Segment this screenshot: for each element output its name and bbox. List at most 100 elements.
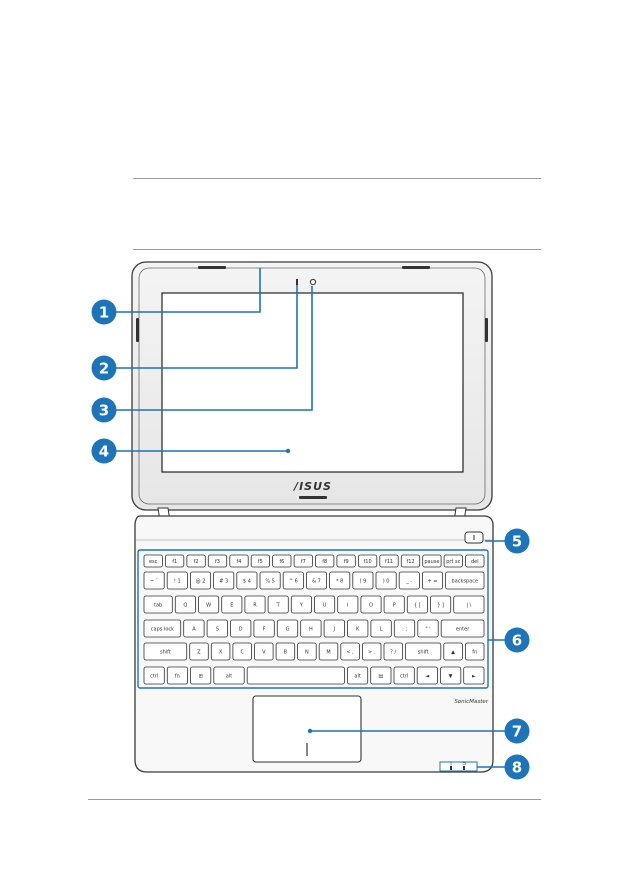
callout-7-number: 7 (512, 723, 522, 741)
keyboard-key-label-3-9: L (380, 627, 383, 633)
keyboard-key-0-8 (315, 554, 335, 568)
keyboard-key-label-0-13: pause (424, 559, 439, 565)
keyboard-key-3-2 (206, 619, 228, 638)
keyboard-key-label-1-6: ^ 6 (289, 579, 298, 585)
keyboard-key-label-5-8: ◄ (425, 674, 429, 680)
callout-4: 4 (91, 438, 117, 464)
leader-line-2 (116, 285, 298, 369)
keyboard-key-1-12 (421, 571, 443, 590)
keyboard-key-0-12 (400, 554, 421, 568)
keyboard-key-2-10 (383, 595, 405, 614)
keyboard-key-1-6 (282, 571, 304, 590)
keyboard-key-label-1-4: $ 4 (243, 579, 251, 585)
keyboard-key-label-5-1: fn (175, 674, 180, 680)
keyboard-key-0-11 (379, 554, 399, 568)
keyboard-key-label-0-10: f10 (364, 559, 372, 565)
keyboard-key-label-2-0: tab (154, 603, 162, 609)
callout-2-number: 2 (99, 360, 109, 378)
keyboard-key-label-3-12: enter (456, 627, 470, 633)
keyboard-key-5-2 (190, 666, 212, 685)
keyboard-key-5-8 (416, 666, 438, 685)
callout-1: 1 (91, 299, 117, 325)
keyboard-key-label-2-1: Q (183, 603, 187, 609)
keyboard-key-label-5-3: alt (226, 674, 232, 680)
keyboard-key-5-7 (393, 666, 415, 685)
keyboard-key-1-11 (398, 571, 420, 590)
keyboard-key-label-5-2: ⊞ (199, 674, 203, 680)
keyboard-key-label-3-4: F (263, 627, 266, 633)
keyboard-key-1-13 (445, 571, 485, 590)
keyboard-key-4-13 (464, 642, 485, 661)
keyboard-key-4-1 (189, 642, 209, 661)
keyboard-key-5-1 (166, 666, 189, 685)
keyboard-key-label-4-6: N (305, 650, 309, 656)
keyboard-key-3-4 (253, 619, 275, 638)
keyboard-key-label-2-13: | \ (466, 603, 471, 609)
keyboard-key-label-0-11: f11 (385, 559, 393, 565)
keyboard-key-label-3-7: J (333, 627, 335, 633)
keyboard-key-label-4-3: C (240, 650, 244, 656)
keyboard-key-label-3-1: A (192, 627, 196, 633)
keyboard-key-label-3-3: D (239, 627, 243, 633)
keyboard-key-label-0-9: f9 (344, 559, 349, 565)
keyboard-key-label-4-0: shift (160, 650, 171, 656)
keyboard-key-2-13 (453, 595, 485, 614)
lid-side-slot-left (136, 318, 139, 342)
top-rule (133, 178, 541, 179)
keyboard-key-label-2-7: U (323, 603, 327, 609)
keyboard-key-label-2-3: E (230, 603, 233, 609)
keyboard-key-label-3-8: K (356, 627, 360, 633)
keyboard-key-0-0 (143, 554, 163, 568)
keyboard-key-1-8 (329, 571, 351, 590)
keyboard-key-label-4-10: ? / (390, 650, 396, 656)
keyboard-key-label-5-7: ctrl (400, 674, 408, 680)
keyboard-key-label-1-8: * 8 (336, 579, 343, 585)
keyboard-key-label-0-0: esc (149, 559, 158, 565)
keyboard-key-4-6 (297, 642, 317, 661)
keyboard-key-5-0 (143, 666, 165, 685)
keyboard-key-label-1-5: % 5 (265, 579, 275, 585)
keyboard-key-0-3 (207, 554, 228, 568)
keyboard-key-label-4-9: > . (368, 650, 376, 656)
keyboard-key-3-5 (276, 619, 299, 638)
keyboard-key-label-0-1: f1 (172, 559, 177, 565)
keyboard-key-label-0-2: f2 (194, 559, 199, 565)
keyboard-key-label-0-6: f6 (279, 559, 284, 565)
keyboard-key-label-4-8: < , (346, 650, 354, 656)
keyboard-key-label-3-6: H (309, 627, 313, 633)
keyboard-key-label-5-6: ▤ (378, 674, 383, 680)
keyboard-key-label-3-10: : ; (402, 627, 407, 633)
keyboard-key-0-7 (293, 554, 313, 568)
keyboard-key-label-0-8: f8 (322, 559, 327, 565)
led-label-2: ⊐ (462, 762, 466, 767)
keyboard-key-0-2 (186, 554, 206, 568)
bottom-rule (88, 799, 541, 800)
keyboard-key-label-1-12: + = (428, 579, 438, 585)
callout-4-number: 4 (99, 443, 109, 461)
keyboard-key-3-10 (393, 619, 416, 638)
keyboard-key-1-5 (259, 571, 281, 590)
leader-line-1 (116, 268, 261, 313)
keyboard-key-label-2-4: R (253, 603, 257, 609)
keyboard-key-label-4-7: M (326, 650, 330, 656)
keyboard-key-0-13 (422, 554, 442, 568)
keyboard-key-label-0-7: f7 (301, 559, 306, 565)
status-led-2 (463, 766, 465, 770)
webcam-icon (309, 278, 317, 286)
keyboard-key-label-2-6: Y (299, 603, 304, 609)
keyboard-key-label-5-5: alt (354, 674, 360, 680)
lid-slot-right (402, 266, 430, 269)
middle-rule (133, 249, 541, 250)
keyboard-key-label-0-4: f4 (237, 559, 242, 565)
keyboard-key-4-7 (318, 642, 339, 661)
keyboard-key-2-11 (406, 595, 428, 614)
keyboard-key-label-3-11: " ' (425, 627, 430, 633)
keyboard-key-3-6 (300, 619, 322, 638)
keyboard-key-label-3-5: G (286, 627, 290, 633)
keyboard-key-4-8 (340, 642, 360, 661)
keyboard-key-0-9 (336, 554, 356, 568)
keyboard-key-2-7 (314, 595, 336, 614)
keyboard-key-label-4-12: ▲ (451, 650, 455, 656)
keyboard-key-0-5 (250, 554, 270, 568)
keyboard-key-3-0 (143, 619, 182, 638)
